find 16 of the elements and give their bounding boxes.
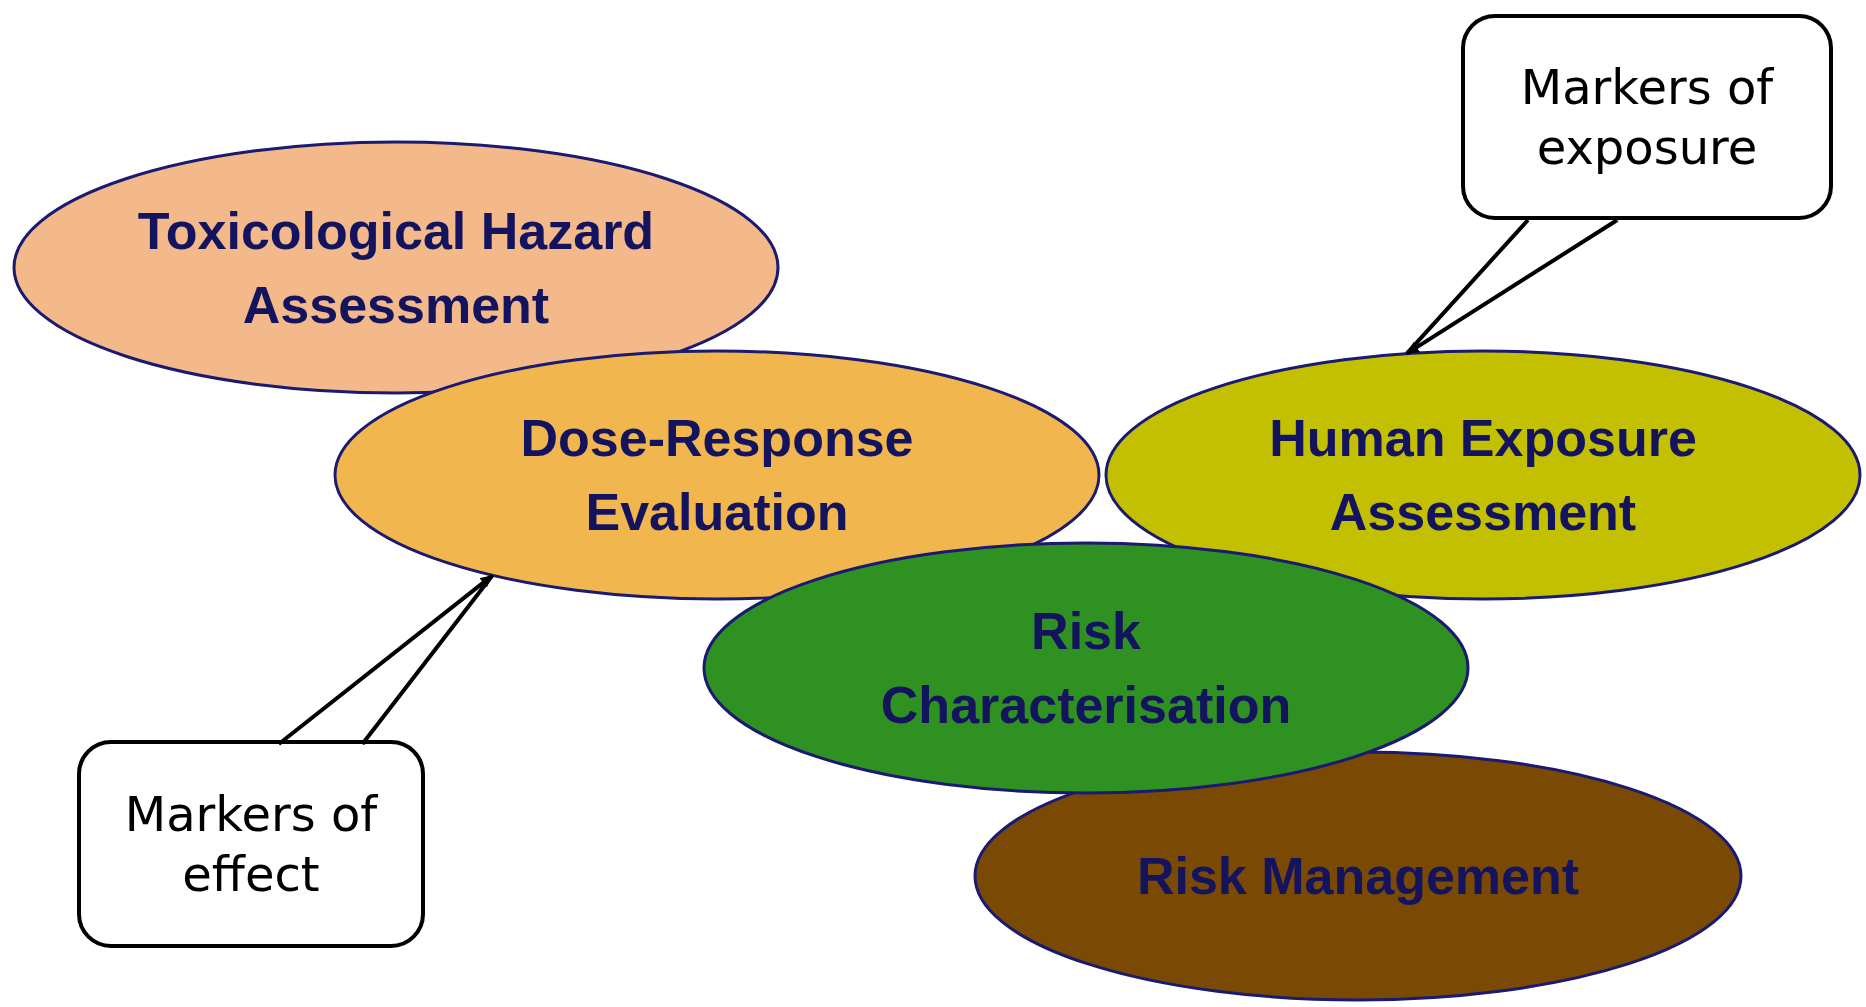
step-label: Human Exposure Assessment [1268,408,1698,543]
callout-pointer [276,573,495,746]
callout-pointer [1404,218,1620,356]
speech-bubble [1461,14,1833,220]
speech-bubble [77,740,425,948]
step-label: Toxicological Hazard Assessment [136,200,656,336]
step-ellipse [333,349,1101,601]
callout-text: Markers of exposure [1519,58,1775,177]
step-label: Risk Characterisation [879,601,1293,736]
callout-text: Markers of effect [123,785,379,904]
step-ellipse [12,140,780,395]
step-ellipse [702,541,1470,795]
step-label: Risk Management [1136,846,1580,907]
step-label: Dose-Response Evaluation [519,408,915,543]
step-ellipse [1104,349,1862,601]
step-ellipse [973,750,1743,1002]
